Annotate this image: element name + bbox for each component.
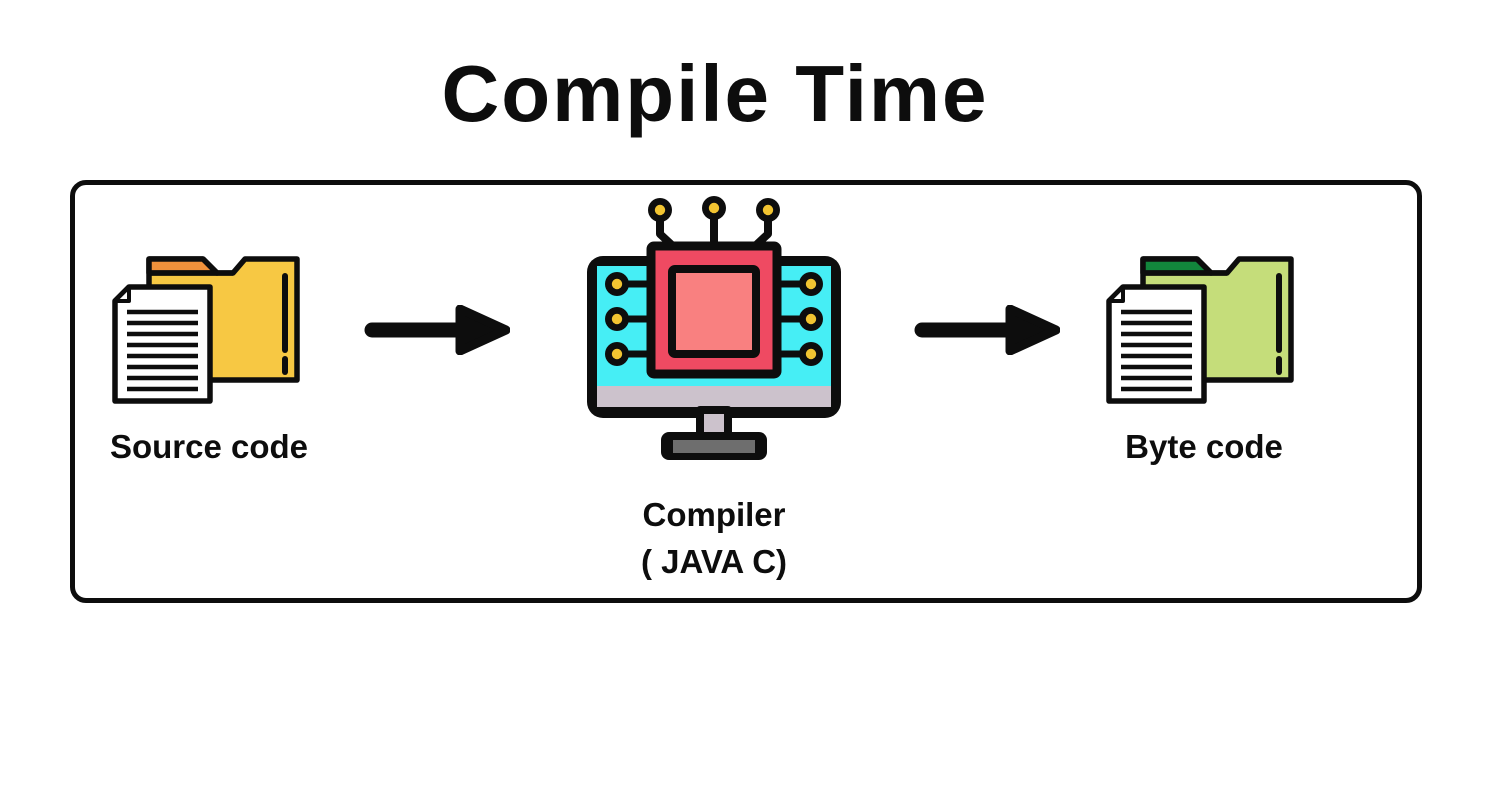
byte-code-label: Byte code: [1125, 428, 1283, 465]
compiler-cpu-monitor-icon: [587, 196, 841, 460]
circuit-node-dots: [605, 196, 823, 366]
source-code-label: Source code: [109, 428, 309, 465]
flow-arrow-icon: [914, 305, 1060, 355]
page-title: Compile Time: [441, 49, 989, 138]
source-code-folder-document-icon: [112, 256, 300, 404]
flow-arrow-icon: [364, 305, 510, 355]
compiler-label: Compiler: [642, 496, 786, 533]
byte-code-folder-document-icon: [1106, 256, 1294, 404]
compiler-sublabel: ( JAVA C): [640, 543, 788, 580]
